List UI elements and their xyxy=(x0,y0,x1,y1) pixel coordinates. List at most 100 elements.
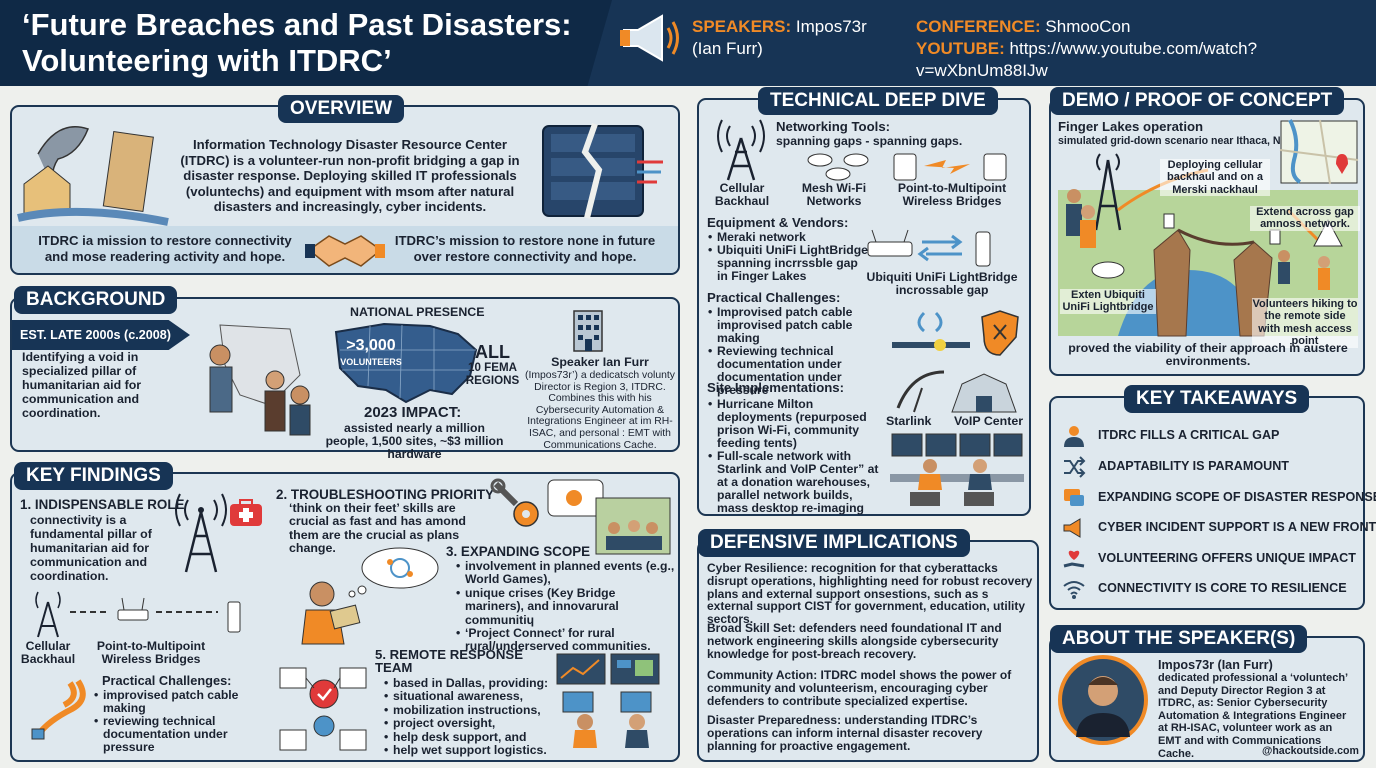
f1-p2mp-label: Point-to-Multipoint Wireless Bridges xyxy=(96,639,206,666)
f1-cellular-label: Cellular Backhaul xyxy=(20,639,76,666)
tech-net-title: Networking Tools: xyxy=(776,119,891,134)
f5-title: 5. REMOTE RESPONSE TEAM xyxy=(375,647,524,676)
wrench-gear-icon xyxy=(490,478,539,527)
youtube-link[interactable]: https://www.youtube.com/watch?v=wXbnUm88… xyxy=(916,39,1258,80)
header-bar: ‘Future Breaches and Past Disasters: Vol… xyxy=(0,0,1376,86)
demo-caption: proved the viability of their approach i… xyxy=(1068,341,1348,368)
team-meeting-icon xyxy=(547,479,671,555)
speaker-name: Speaker Ian Furr xyxy=(551,355,649,369)
list-item: Improvised patch cable improvised patch … xyxy=(708,306,886,345)
us-map-icon xyxy=(334,322,478,404)
list-item: situational awareness, xyxy=(384,689,554,704)
list-item: Hurricane Milton deployments (repurposed… xyxy=(708,398,886,450)
megaphone-icon xyxy=(1063,518,1081,538)
backhaul-bridge-diagram xyxy=(35,591,241,638)
demo-label-lightbridge: Exten Ubiquiti UniFi Lightbridge xyxy=(1060,289,1156,314)
list-item: based in Dallas, providing: xyxy=(384,676,554,691)
tech-eq-caption: Ubiquiti UniFi LightBridge incrossable g… xyxy=(866,270,1018,297)
fema-label: 10 FEMA REGIONS xyxy=(465,361,520,387)
technical-title: TECHNICAL DEEP DIVE xyxy=(758,87,998,115)
youtube-line: YOUTUBE: https://www.youtube.com/watch?v… xyxy=(916,39,1258,80)
defensive-p3: Community Action: ITDRC model shows the … xyxy=(707,668,1012,708)
list-item: help wet support logistics. xyxy=(384,743,554,758)
defensive-p2: Broad Skill Set: defenders need foundati… xyxy=(707,621,1002,661)
f1-pc-list: improvised patch cable making reviewing … xyxy=(94,689,244,754)
demo-place: Finger Lakes operation xyxy=(1058,119,1204,134)
page-title: ‘Future Breaches and Past Disasters: Vol… xyxy=(22,7,572,78)
list-item: ‘Project Connect’ for rural rural/unders… xyxy=(456,626,676,654)
mission-left: ITDRC ia mission to restore connectivity… xyxy=(38,233,292,264)
list-item: reviewing technical documentation under … xyxy=(94,715,244,754)
tech-mesh-label: Mesh Wi-Fi Networks xyxy=(801,181,867,208)
speakers-line: SPEAKERS: Impos73r xyxy=(692,17,867,36)
tech-cell-tower-icon xyxy=(717,119,765,181)
takeaway-item: CONNECTIVITY IS CORE TO RESILIENCE xyxy=(1050,576,1365,600)
starlink-label: Starlink xyxy=(886,414,932,428)
list-item: project oversight, xyxy=(384,716,554,731)
impact-text: assisted nearly a million people, 1,500 … xyxy=(325,421,504,461)
patch-cable-icon xyxy=(31,679,86,740)
f1-title: 1. INDISPENSABLE ROLE xyxy=(20,497,185,512)
impact-title: 2023 IMPACT: xyxy=(364,404,462,421)
person-icon xyxy=(1064,426,1084,447)
overview-intro: Information Technology Disaster Resource… xyxy=(180,137,520,214)
speaker-bio: dedicated professional a ‘voluntech’ and… xyxy=(1158,672,1348,760)
voip-desks-icon xyxy=(890,433,1024,506)
background-title: BACKGROUND xyxy=(14,286,178,314)
list-item: Reviewing technical documentation under … xyxy=(708,345,886,397)
volunteers-label: VOLUNTEERS xyxy=(340,357,402,367)
demo-sub: simulated grid-down scenario near Ithaca… xyxy=(1058,135,1288,147)
tech-p2mp-label: Point-to-Multipoint Wireless Bridges xyxy=(897,181,1007,208)
all-label: ALL xyxy=(475,342,510,362)
f1-pc-title: Practical Challenges: xyxy=(102,673,232,688)
mesh-wifi-icon xyxy=(807,153,869,181)
est-text: EST. LATE 2000s (c.2008) xyxy=(20,328,171,342)
heart-hand-icon xyxy=(1063,550,1085,568)
wifi-icon xyxy=(1063,581,1085,599)
f1-text: connectivity is a fundamental pillar of … xyxy=(30,513,152,583)
f3-list: involvement in planned events (e.g., Wor… xyxy=(456,559,676,654)
shuffle-icon xyxy=(1064,456,1086,478)
cell-tower-icon xyxy=(175,493,227,573)
national-title: NATIONAL PRESENCE xyxy=(350,305,485,319)
defensive-p4: Disaster Preparedness: understanding ITD… xyxy=(707,713,983,753)
speaker-name-about: Impos73r (Ian Furr) xyxy=(1158,658,1273,672)
background-desc: Identifying a void in specialized pillar… xyxy=(22,350,142,420)
tech-eq-list: Meraki network Ubiquiti UniFi LightBridg… xyxy=(708,231,868,283)
findings-title: KEY FINDINGS xyxy=(14,462,173,490)
lightbridge-icon xyxy=(867,229,991,267)
speakers-alias: (Ian Furr) xyxy=(692,39,763,58)
volunteers-count: >3,000 xyxy=(346,337,396,354)
mission-right: ITDRC’s mission to restore none in futur… xyxy=(394,233,656,264)
list-item: Ubiquiti UniFi LightBridge spanning incr… xyxy=(708,244,868,283)
list-item: involvement in planned events (e.g., Wor… xyxy=(456,559,676,587)
f2-title: 2. TROUBLESHOOTING PRIORITY xyxy=(276,487,494,502)
takeaway-item: ADAPTABILITY IS PARAMOUNT xyxy=(1050,454,1365,478)
handshake-icon xyxy=(305,235,385,267)
list-item: mobilization instructions, xyxy=(384,703,554,718)
chat-icon xyxy=(1064,489,1084,506)
volunteer-thinking-icon xyxy=(301,547,439,645)
demo-label-hikers: Volunteers hiking to the remote side wit… xyxy=(1252,298,1358,348)
building-icon xyxy=(573,310,603,352)
broken-server-icon xyxy=(542,122,663,219)
defensive-title: DEFENSIVE IMPLICATIONS xyxy=(698,529,970,557)
tech-site-title: Site Implementations: xyxy=(707,380,845,395)
list-item: unique crises (Key Bridge mariners), and… xyxy=(456,586,676,627)
cable-shield-icon xyxy=(892,310,1019,356)
takeaway-item: ITDRC FILLS A CRITICAL GAP xyxy=(1050,423,1365,447)
network-globe-icon xyxy=(279,667,367,751)
takeaway-item: EXPANDING SCOPE OF DISASTER RESPONSE xyxy=(1050,485,1376,509)
takeaway-item: CYBER INCIDENT SUPPORT IS A NEW FRONTIER xyxy=(1050,515,1376,539)
takeaways-title: KEY TAKEAWAYS xyxy=(1124,385,1310,413)
defensive-p1: Cyber Resilience: recognition for that c… xyxy=(707,561,1033,627)
takeaways-panel xyxy=(1049,396,1365,610)
speaker-text: (Impos73r’) a dedicatsch volunty Directo… xyxy=(525,370,675,451)
speaker-handle: @hackoutside.com xyxy=(1262,745,1359,757)
conference-line: CONFERENCE: ShmooCon xyxy=(916,17,1131,36)
tech-eq-title: Equipment & Vendors: xyxy=(707,215,849,230)
megaphone-icon xyxy=(620,14,679,62)
tech-site-list: Hurricane Milton deployments (repurposed… xyxy=(708,398,886,515)
est-banner xyxy=(12,320,190,350)
title-banner xyxy=(0,0,612,86)
